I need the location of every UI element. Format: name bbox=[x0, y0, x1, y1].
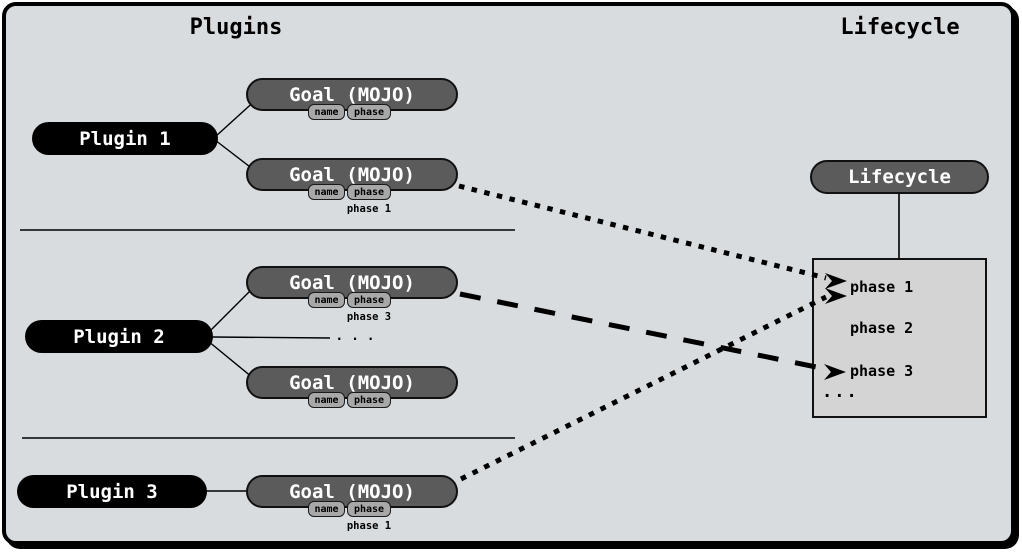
goal-node-1: Goal (MOJO) name phase bbox=[246, 78, 458, 120]
phase-2-label: phase 2 bbox=[850, 319, 914, 337]
lifecycle-node: Lifecycle bbox=[810, 160, 989, 194]
plugin-3-node: Plugin 3 bbox=[17, 475, 207, 508]
plugin-1-node: Plugin 1 bbox=[32, 122, 218, 155]
goal-node-2: Goal (MOJO) name phase phase 1 bbox=[246, 158, 458, 215]
plugin-2-node: Plugin 2 bbox=[25, 320, 213, 353]
goal-pill: Goal (MOJO) bbox=[246, 78, 458, 111]
more-phases-ellipsis: ... bbox=[822, 382, 859, 402]
phase-3-label: phase 3 bbox=[850, 362, 914, 380]
goal-node-5: Goal (MOJO) name phase phase 1 bbox=[246, 475, 458, 532]
name-tag: name bbox=[308, 501, 345, 517]
name-tag: name bbox=[308, 104, 345, 120]
goal-node-4: Goal (MOJO) name phase bbox=[246, 366, 458, 408]
phase-tag: phase bbox=[347, 501, 391, 517]
name-tag: name bbox=[308, 184, 345, 200]
goal-node-3: Goal (MOJO) name phase phase 3 bbox=[246, 266, 458, 323]
plugin2-more-goals-ellipsis: . . . bbox=[335, 329, 375, 344]
lifecycle-phases-box: phase 1 phase 2 phase 3 ... bbox=[812, 258, 987, 418]
lifecycle-title: Lifecycle bbox=[840, 15, 960, 40]
phase-1-label: phase 1 bbox=[850, 278, 914, 296]
phase-tag: phase bbox=[347, 392, 391, 408]
plugins-title: Plugins bbox=[189, 15, 283, 40]
name-tag: name bbox=[308, 392, 345, 408]
phase-tag: phase bbox=[347, 292, 391, 308]
phase-tag: phase bbox=[347, 104, 391, 120]
name-tag: name bbox=[308, 292, 345, 308]
bound-phase-label: phase 1 bbox=[346, 203, 392, 215]
bound-phase-label: phase 1 bbox=[346, 520, 392, 532]
bound-phase-label: phase 3 bbox=[346, 311, 392, 323]
phase-tag: phase bbox=[347, 184, 391, 200]
